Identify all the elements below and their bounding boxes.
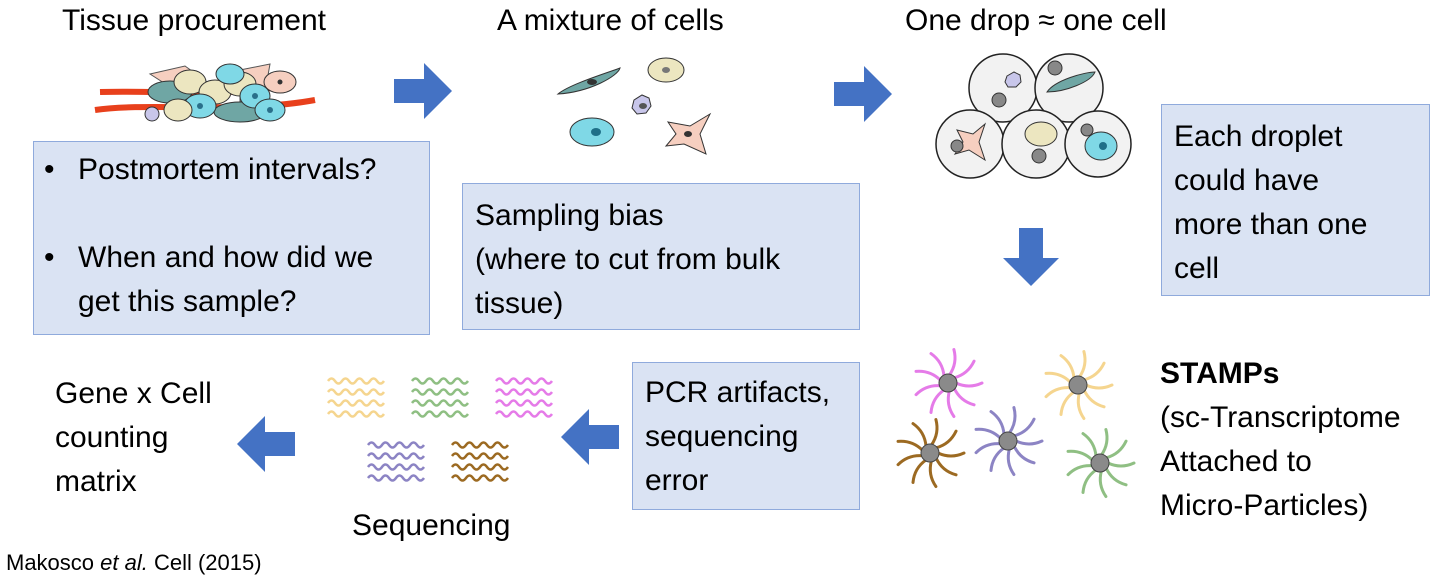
matrix-line: matrix	[55, 465, 137, 498]
matrix-line: Gene x Cell	[55, 377, 212, 410]
sequencing-read-icon	[326, 377, 386, 418]
tissue-question-list: • Postmortem intervals? • When and how d…	[34, 148, 429, 324]
cell-mixture-illustration	[550, 54, 720, 174]
box-line: cell	[1174, 252, 1220, 285]
stamps-line: Attached to	[1160, 445, 1312, 478]
sequencing-read-icon	[410, 377, 470, 418]
list-item: • When and how did we get this sample?	[34, 236, 429, 324]
sequencing-read-icon	[494, 377, 554, 418]
droplet-heading: One drop ≈ one cell	[905, 4, 1167, 37]
box-line: more than one	[1174, 208, 1368, 241]
matrix-line: counting	[55, 421, 169, 454]
bullet-icon: •	[44, 241, 55, 274]
box-line: (where to cut from bulk	[475, 243, 781, 276]
sequencing-reads-illustration	[320, 375, 560, 495]
tissue-illustration	[90, 62, 320, 132]
arrow-left-icon	[237, 416, 295, 472]
pcr-artifacts-box: PCR artifacts, sequencing error	[632, 362, 860, 510]
box-line: PCR artifacts,	[645, 376, 831, 409]
box-line: could have	[1174, 164, 1320, 197]
tissue-heading: Tissue procurement	[62, 4, 326, 37]
box-line: sequencing	[645, 420, 799, 453]
mixture-heading: A mixture of cells	[497, 4, 724, 37]
microparticle-bead-icon	[896, 418, 966, 488]
box-line: error	[645, 464, 709, 497]
stamps-illustration	[888, 345, 1150, 505]
microparticle-bead-icon	[1066, 428, 1136, 498]
sequencing-read-icon	[450, 441, 510, 482]
arrow-down-icon	[1003, 228, 1059, 286]
citation: Makosco et al. Cell (2015)	[6, 550, 262, 575]
bullet-icon: •	[44, 153, 55, 186]
stamps-line: Micro-Particles)	[1160, 489, 1369, 522]
sequencing-label: Sequencing	[352, 509, 511, 542]
arrow-left-icon	[561, 409, 619, 465]
stamps-label: STAMPs (sc-Transcriptome Attached to Mic…	[1160, 352, 1401, 528]
box-line: Each droplet	[1174, 120, 1343, 153]
sequencing-read-icon	[366, 441, 426, 482]
microparticle-bead-icon	[914, 348, 984, 418]
box-line: tissue)	[475, 287, 564, 320]
droplet-illustration	[935, 50, 1135, 180]
microparticle-bead-icon	[1044, 350, 1114, 420]
arrow-right-icon	[834, 66, 892, 122]
stamps-line: (sc-Transcriptome	[1160, 401, 1401, 434]
box-line: Sampling bias	[475, 199, 664, 232]
stamps-title: STAMPs	[1160, 357, 1280, 390]
list-item: • Postmortem intervals?	[34, 148, 429, 236]
droplet-note-box: Each droplet could have more than one ce…	[1161, 104, 1430, 296]
microparticle-bead-icon	[974, 406, 1044, 476]
matrix-label: Gene x Cell counting matrix	[55, 372, 212, 504]
tissue-question-box: • Postmortem intervals? • When and how d…	[33, 141, 430, 335]
arrow-right-icon	[394, 63, 452, 119]
sampling-bias-box: Sampling bias (where to cut from bulk ti…	[462, 183, 860, 330]
